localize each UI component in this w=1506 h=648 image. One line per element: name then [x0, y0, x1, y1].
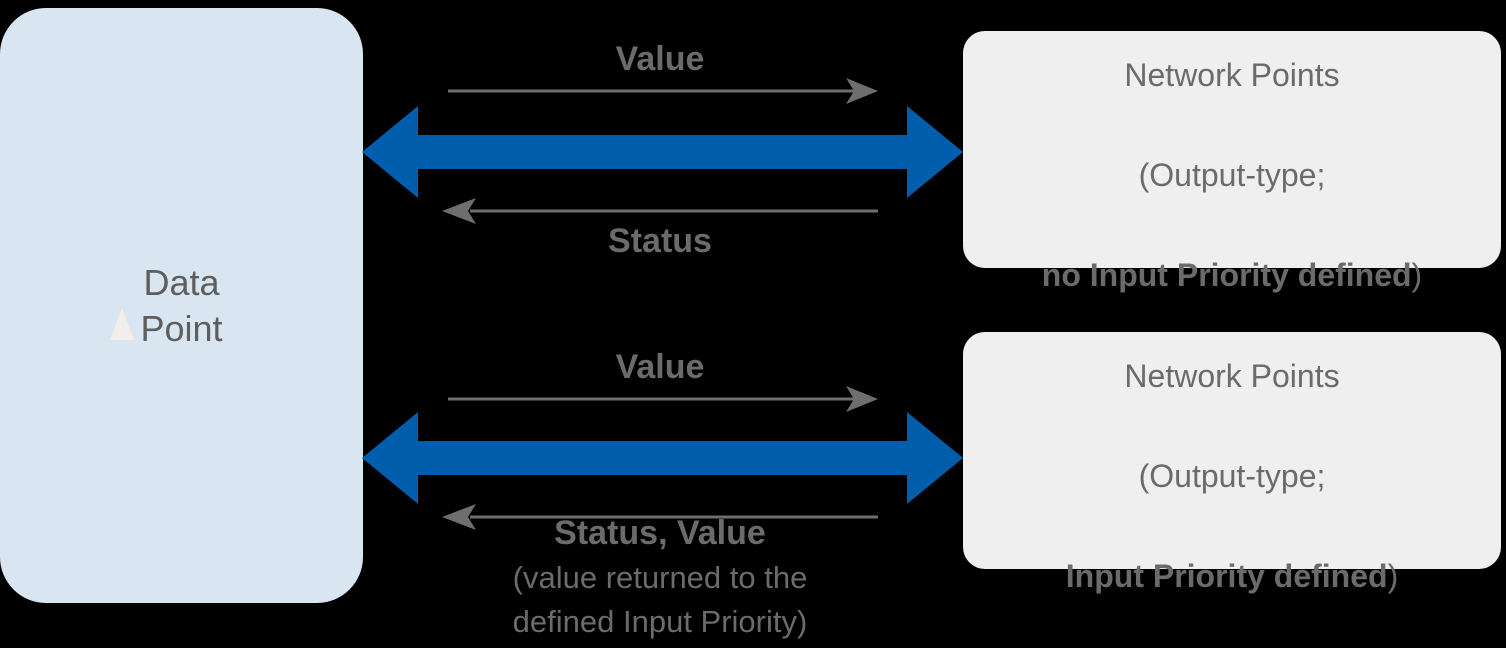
network-points-box-no-priority: Network Points (Output-type; no Input Pr… [963, 31, 1501, 293]
flow-top-incoming-label: Status [608, 222, 712, 260]
flow-bottom-incoming-label: Status, Value [554, 514, 766, 552]
flow-bottom-bidirectional-arrow-icon [362, 412, 963, 504]
flow-bottom-status-arrow-icon [442, 504, 878, 530]
np-bottom-line3-tail: ) [1387, 557, 1399, 594]
cursor-triangle-icon [110, 308, 134, 340]
np-top-line2: (Output-type; [1138, 156, 1326, 193]
np-top-line3-bold: no Input Priority defined [1041, 256, 1412, 293]
np-top-line3-tail: ) [1411, 256, 1423, 293]
network-points-box-with-priority-text: Network Points (Output-type; Input Prior… [1066, 301, 1398, 601]
data-point-label: Data Point [140, 262, 223, 349]
np-bottom-line3-bold: Input Priority defined [1065, 557, 1388, 594]
np-bottom-line1: Network Points [1124, 357, 1340, 394]
flow-top-bidirectional-arrow-icon [362, 106, 963, 198]
data-point-box: Data Point [0, 8, 363, 603]
network-points-box-no-priority-text: Network Points (Output-type; no Input Pr… [1042, 0, 1422, 300]
np-bottom-line2: (Output-type; [1138, 457, 1326, 494]
flow-top-outgoing-label: Value [615, 40, 705, 78]
flow-bottom-outgoing-label: Value [615, 348, 705, 386]
flow-top-value-arrow-icon [448, 78, 878, 104]
np-top-line1: Network Points [1124, 56, 1340, 93]
flow-top-status-arrow-icon [442, 198, 878, 224]
network-points-box-with-priority: Network Points (Output-type; Input Prior… [963, 332, 1501, 594]
flow-bottom-value-arrow-icon [448, 386, 878, 412]
flow-bottom-note: (value returned to the defined Input Pri… [512, 560, 808, 639]
